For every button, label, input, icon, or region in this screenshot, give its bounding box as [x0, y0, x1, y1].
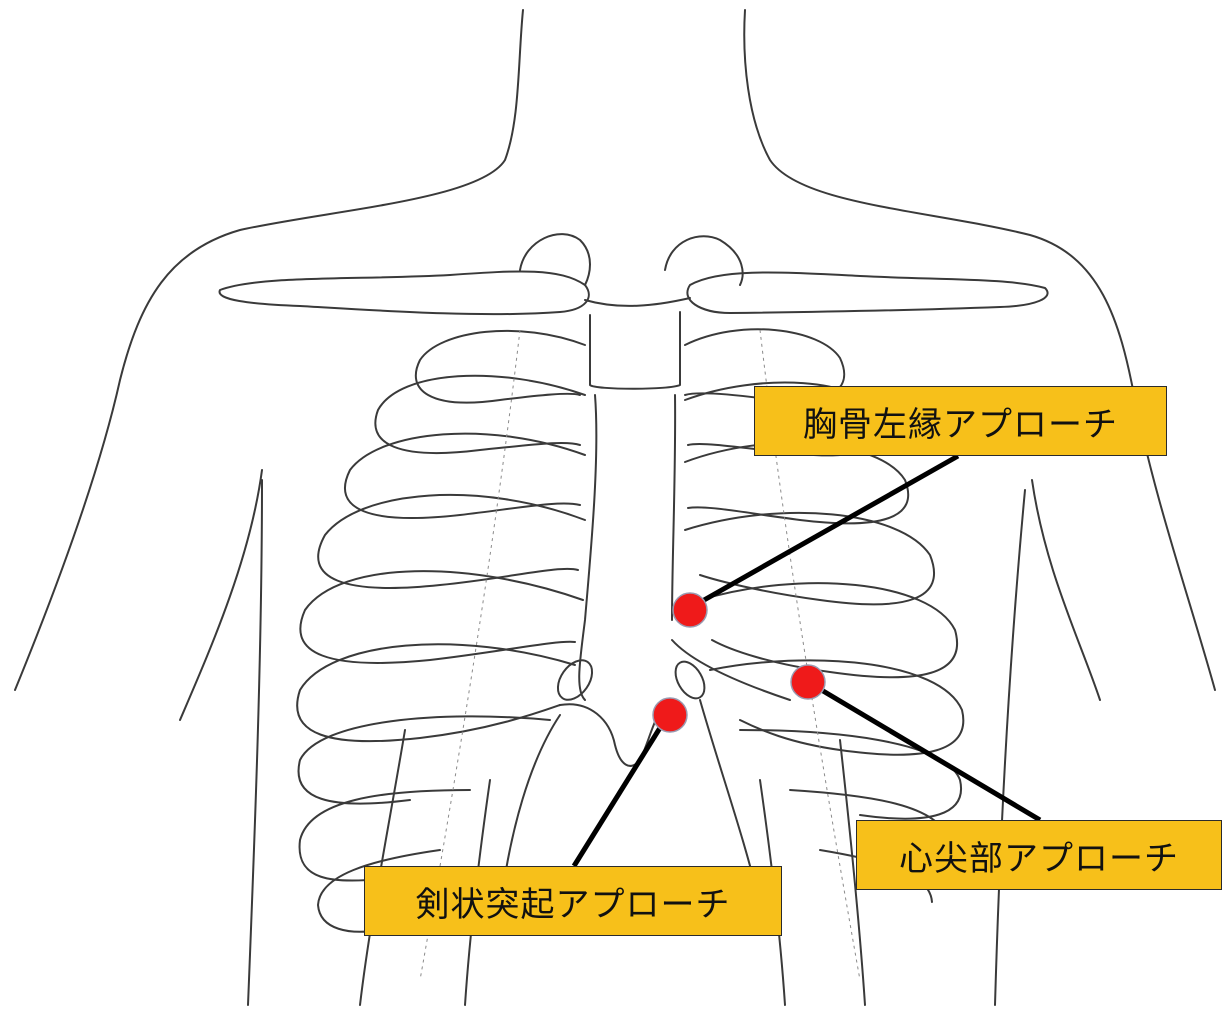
marker-subxiphoid [653, 698, 687, 732]
label-apical-text: 心尖部アプローチ [899, 831, 1179, 880]
marker-left-sternal [673, 593, 707, 627]
marker-apical [791, 665, 825, 699]
label-apical-approach: 心尖部アプローチ [856, 820, 1222, 890]
leader-line-left-sternal [690, 456, 958, 608]
leader-line-subxiphoid [574, 715, 668, 866]
sternum [579, 312, 680, 700]
label-left-sternal-text: 胸骨左縁アプローチ [803, 397, 1118, 446]
label-left-sternal-approach: 胸骨左縁アプローチ [754, 386, 1167, 456]
label-subxiphoid-approach: 剣状突起アプローチ [364, 866, 782, 936]
label-subxiphoid-text: 剣状突起アプローチ [416, 877, 731, 926]
clavicles [220, 271, 1048, 314]
